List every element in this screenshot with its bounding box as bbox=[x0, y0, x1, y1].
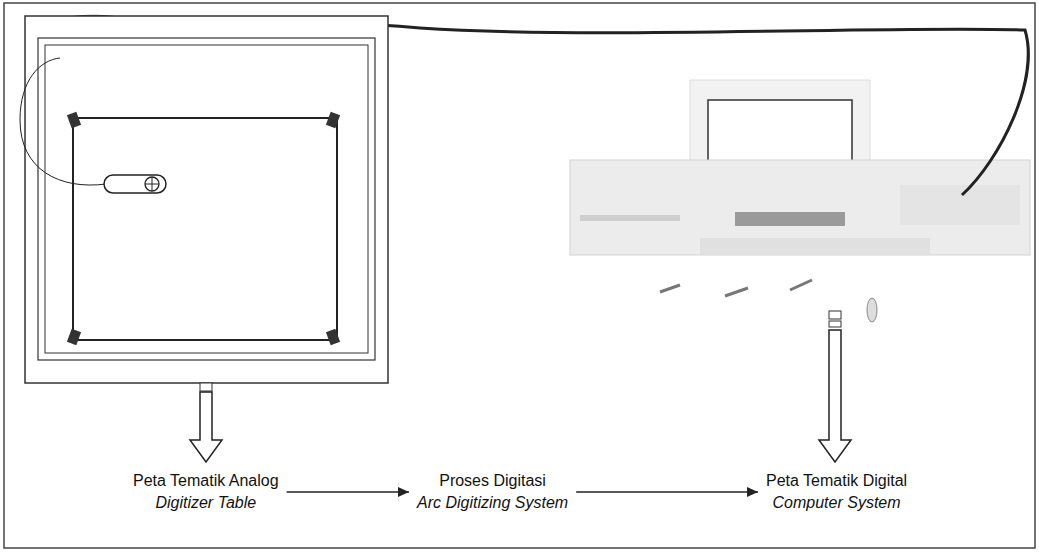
text-node: Peta Tematik DigitalComputer System bbox=[762, 468, 911, 516]
down-arrow bbox=[190, 392, 222, 462]
flow-arrow bbox=[576, 487, 758, 497]
stub bbox=[829, 311, 841, 319]
node-subtitle: Computer System bbox=[766, 492, 907, 514]
node-title: Peta Tematik Analog bbox=[133, 470, 279, 492]
node-title: Proses Digitasi bbox=[417, 470, 568, 492]
down-arrow bbox=[819, 330, 851, 462]
stub bbox=[829, 321, 841, 327]
digitizer-table bbox=[20, 16, 388, 391]
text-node: Proses DigitasiArc Digitizing System bbox=[413, 468, 572, 516]
node-subtitle: Digitizer Table bbox=[133, 492, 279, 514]
node-subtitle: Arc Digitizing System bbox=[417, 492, 568, 514]
outer-frame bbox=[4, 3, 1035, 548]
flow-arrow bbox=[287, 487, 409, 497]
computer-illustration bbox=[570, 80, 1030, 322]
node-title: Peta Tematik Digital bbox=[766, 470, 907, 492]
text-node: Peta Tematik AnalogDigitizer Table bbox=[129, 468, 283, 516]
